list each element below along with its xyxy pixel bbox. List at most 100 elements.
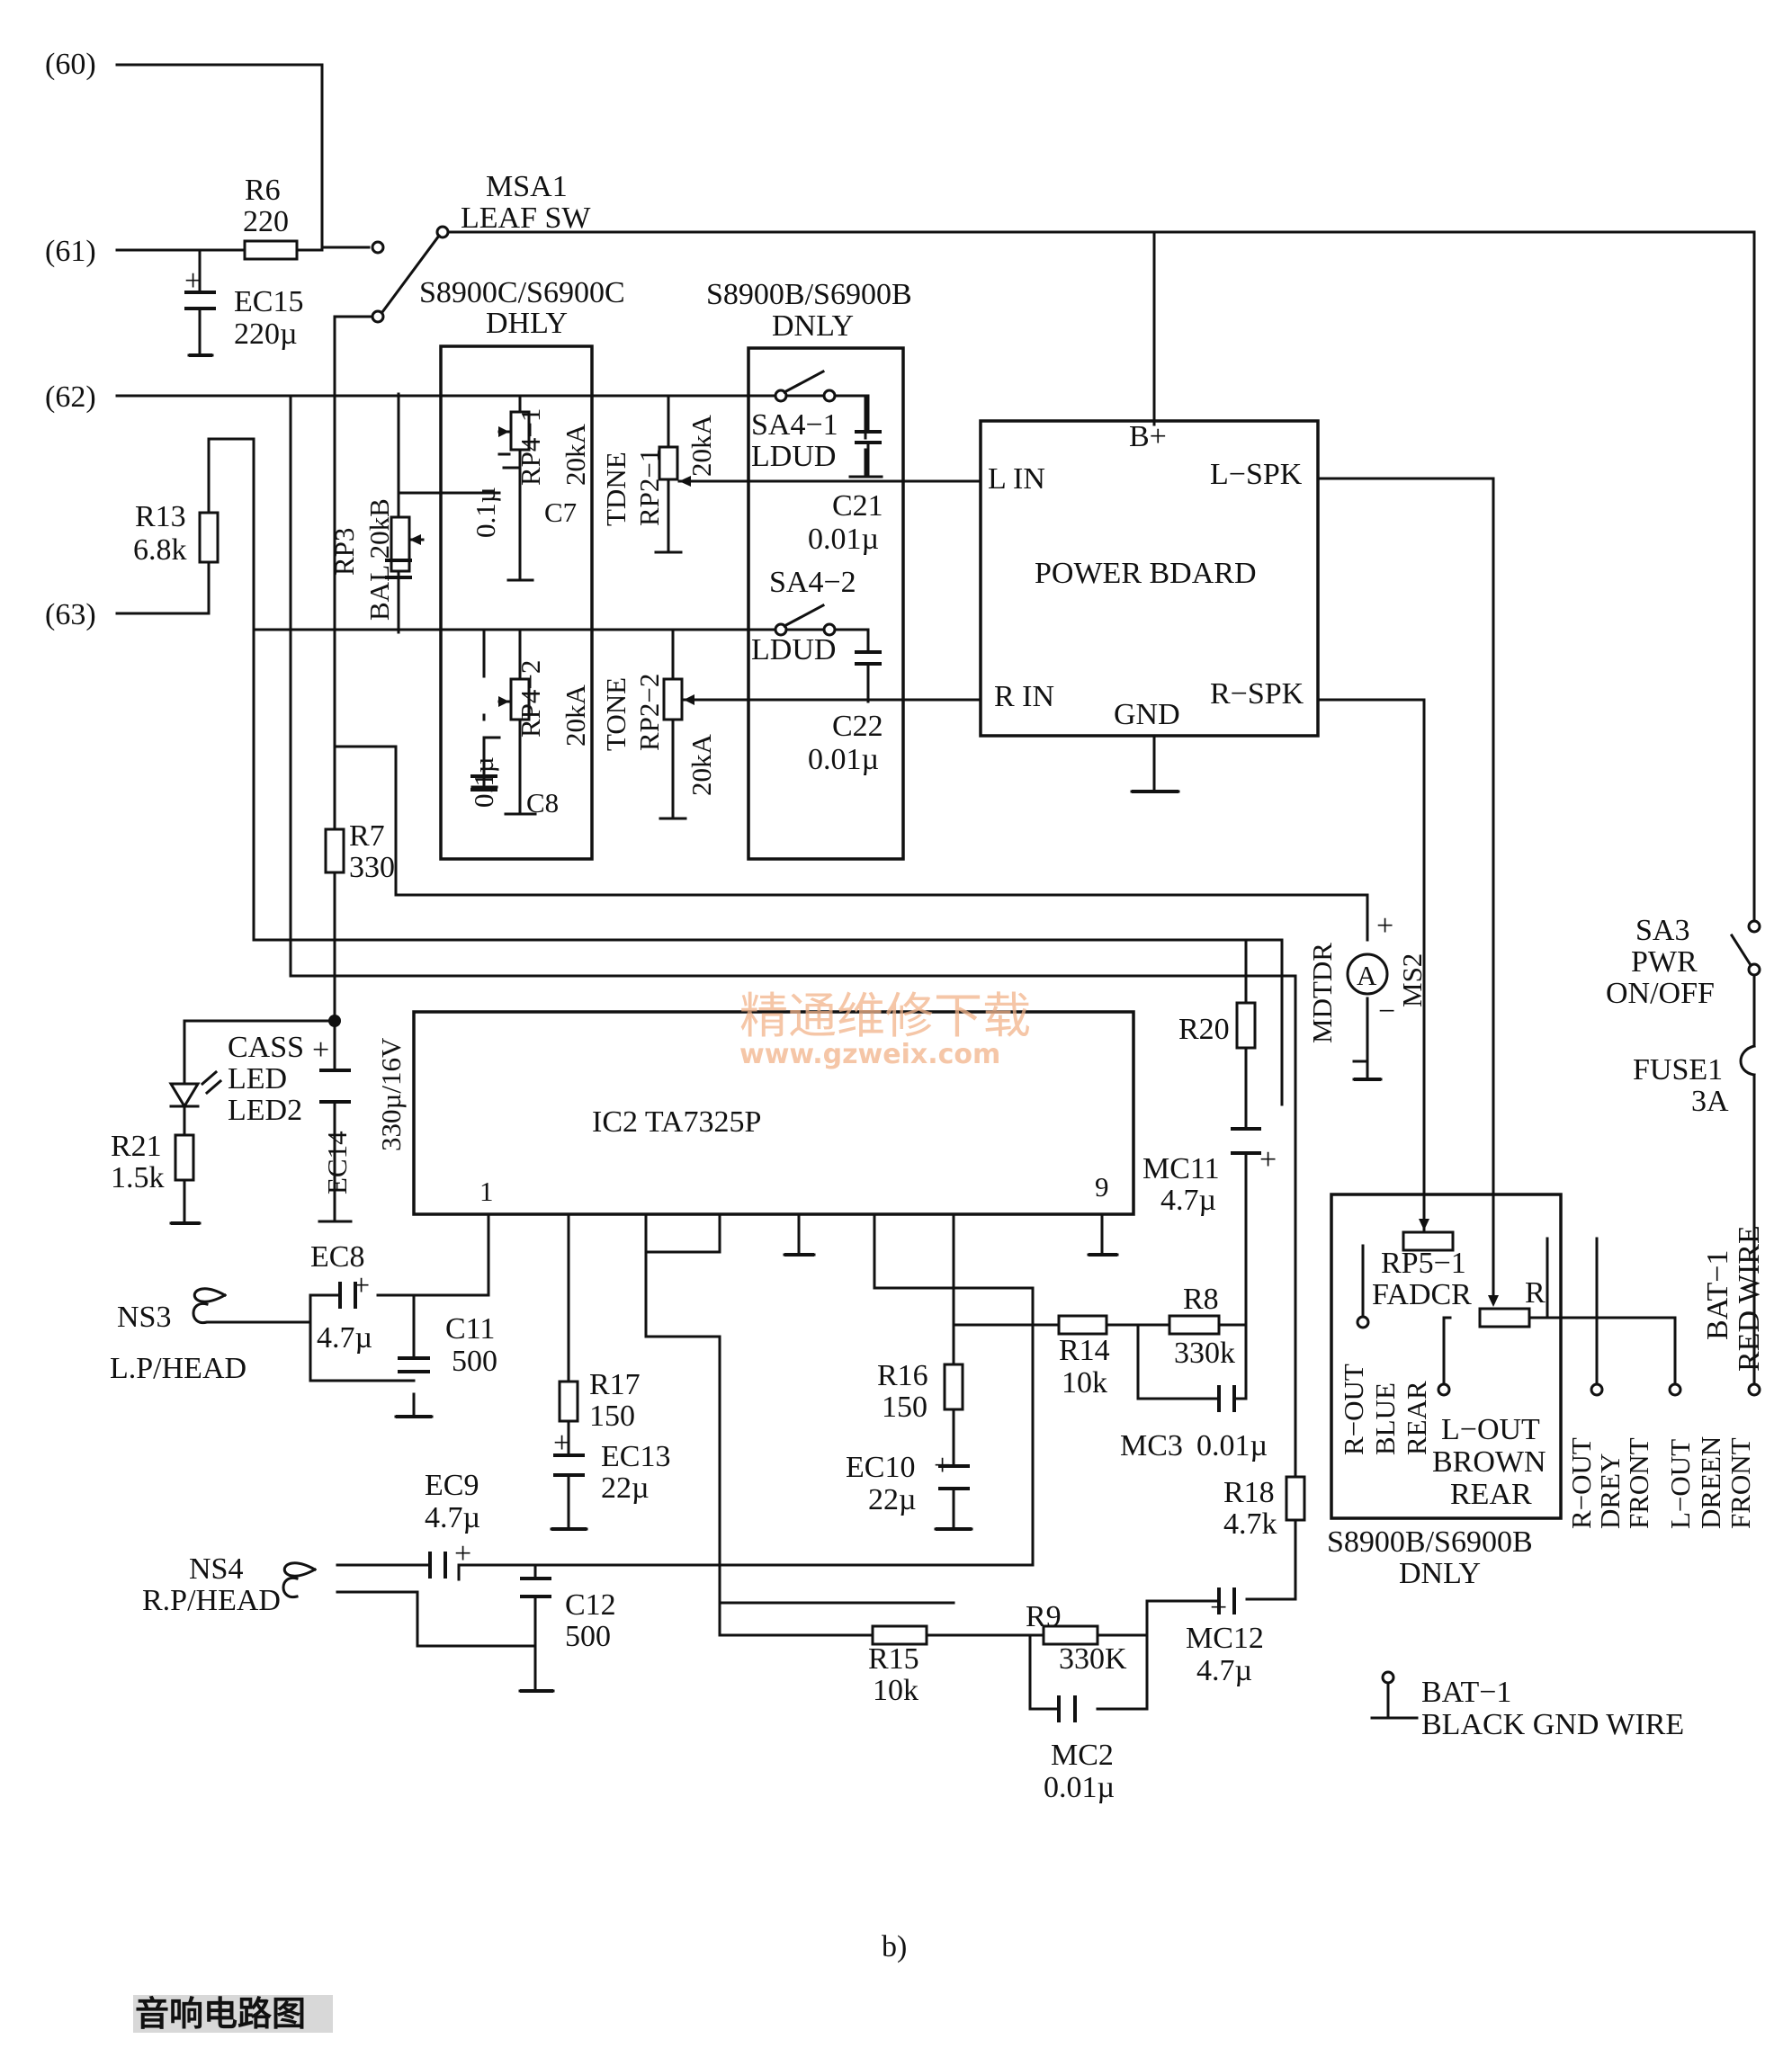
ic2-name: IC2 TA7325P bbox=[592, 1105, 761, 1139]
r16-value: 150 bbox=[882, 1391, 927, 1424]
r16-label: R16 bbox=[877, 1359, 928, 1392]
mc2-value: 0.01µ bbox=[1044, 1771, 1115, 1804]
sa4-2-mode: LDUD bbox=[751, 633, 836, 666]
r21-label: R21 bbox=[111, 1130, 162, 1163]
r17-value: 150 bbox=[589, 1400, 635, 1433]
r13-resistor bbox=[198, 511, 220, 564]
rp2-2-tone: TONE bbox=[600, 677, 632, 751]
terminal-63: (63) bbox=[45, 598, 96, 631]
bat-black-wire: BLACK GND WIRE bbox=[1421, 1708, 1684, 1741]
r9-value: 330K bbox=[1059, 1642, 1127, 1676]
r18-label: R18 bbox=[1223, 1476, 1275, 1509]
dnly-model: S8900B/S6900B bbox=[706, 278, 912, 311]
ec10-label: EC10 bbox=[846, 1451, 915, 1484]
r13-label: R13 bbox=[135, 500, 186, 533]
ec8-label: EC8 bbox=[310, 1240, 364, 1274]
l-out-front-label: L−OUT bbox=[1664, 1439, 1696, 1529]
mc12-value: 4.7µ bbox=[1196, 1654, 1252, 1687]
l-out-front-color: DREEN bbox=[1695, 1436, 1726, 1529]
c21-label: C21 bbox=[832, 489, 883, 523]
wiring bbox=[115, 63, 1756, 1720]
dnly-box bbox=[747, 346, 905, 861]
ec14-plus: + bbox=[312, 1033, 329, 1067]
r14-value: 10k bbox=[1062, 1366, 1107, 1400]
wiper-arrows bbox=[408, 426, 1499, 1307]
rp4-2-value: 20kA bbox=[560, 684, 591, 747]
rp4-1-value: 20kA bbox=[560, 424, 591, 487]
output-pins bbox=[1356, 1315, 1761, 1685]
r20-resistor bbox=[1235, 1001, 1257, 1050]
power-r-in: R IN bbox=[994, 680, 1054, 713]
r18-resistor bbox=[1285, 1475, 1306, 1522]
ec15-plus: + bbox=[184, 264, 202, 298]
l-out-rear-label: L−OUT bbox=[1441, 1413, 1540, 1446]
ms2-mdtdr: MDTDR bbox=[1306, 943, 1338, 1043]
msa1-contact-a bbox=[371, 240, 385, 255]
sa3-pwr: PWR bbox=[1631, 945, 1698, 979]
rp4-2-label: RP4−2 bbox=[515, 660, 546, 738]
msa1-contact-b bbox=[371, 309, 385, 324]
rp5-1-potentiometer bbox=[1402, 1230, 1455, 1252]
rp2-1-potentiometer bbox=[658, 445, 679, 481]
l-out-rear-pos: REAR bbox=[1450, 1478, 1532, 1511]
c12-value: 500 bbox=[565, 1620, 611, 1653]
led-label-cass: CASS bbox=[228, 1031, 304, 1064]
ec15-label: EC15 bbox=[234, 285, 303, 318]
r20-label: R20 bbox=[1178, 1013, 1230, 1046]
power-r-spk: R−SPK bbox=[1210, 677, 1304, 711]
rp2-2-potentiometer bbox=[662, 677, 684, 721]
switches bbox=[371, 225, 1761, 1077]
r21-value: 1.5k bbox=[111, 1161, 165, 1194]
ec13-value: 22µ bbox=[601, 1471, 650, 1505]
r6-label: R6 bbox=[245, 174, 281, 207]
ground-symbols bbox=[171, 353, 1381, 1693]
c7-value: 0.1µ bbox=[470, 487, 501, 538]
r8-resistor bbox=[1168, 1314, 1221, 1336]
ec10-plus: + bbox=[934, 1449, 951, 1482]
ec15-value: 220µ bbox=[234, 318, 298, 351]
rp5-1-type: FADCR bbox=[1372, 1278, 1472, 1311]
capacitors bbox=[184, 291, 1261, 1722]
watermark-url: www.gzweix.com bbox=[739, 1039, 1000, 1070]
c12-label: C12 bbox=[565, 1588, 616, 1622]
mc12-label: MC12 bbox=[1186, 1622, 1264, 1655]
c8-value: 0.1µ bbox=[468, 756, 499, 808]
rp5-1-label: RP5−1 bbox=[1381, 1247, 1466, 1280]
sub-figure-label: b) bbox=[882, 1930, 907, 1963]
power-board-box bbox=[979, 419, 1320, 738]
bat-red-wire: RED WIRE bbox=[1733, 1225, 1766, 1372]
r7-label: R7 bbox=[349, 819, 385, 853]
mc3-value: 0.01µ bbox=[1196, 1429, 1268, 1462]
ms2-minus: − bbox=[1378, 995, 1395, 1028]
r21-resistor bbox=[174, 1133, 195, 1182]
r15-resistor bbox=[871, 1624, 928, 1646]
dhly-variant: DHLY bbox=[486, 307, 568, 340]
bat-red-label: BAT−1 bbox=[1701, 1250, 1734, 1340]
r-out-rear-label: R−OUT bbox=[1338, 1364, 1369, 1455]
mc3-label: MC3 bbox=[1120, 1429, 1183, 1462]
c11-label: C11 bbox=[445, 1312, 495, 1346]
led-label-led: LED bbox=[228, 1062, 287, 1096]
r8-value: 330k bbox=[1174, 1337, 1235, 1370]
r-out-rear-pos: REAR bbox=[1401, 1381, 1432, 1455]
figure-caption: 音响电路图 bbox=[135, 1994, 306, 2034]
ec14-value: 330µ/16V bbox=[375, 1037, 407, 1151]
ns4-type: R.P/HEAD bbox=[142, 1584, 281, 1617]
r7-resistor bbox=[324, 827, 345, 874]
ec10-value: 22µ bbox=[868, 1483, 917, 1516]
rp2-1-tone: TDNE bbox=[600, 452, 632, 526]
labels: (60) (61) (62) (63) R6 220 + EC15 220µ M… bbox=[45, 48, 1766, 1963]
rp5-r-potentiometer bbox=[1478, 1307, 1531, 1328]
ec13-plus: + bbox=[553, 1427, 570, 1460]
r8-label: R8 bbox=[1183, 1283, 1219, 1316]
ic2-pin-9: 9 bbox=[1095, 1171, 1109, 1203]
c11-value: 500 bbox=[452, 1345, 497, 1378]
ns4-label: NS4 bbox=[189, 1552, 243, 1586]
ec9-label: EC9 bbox=[425, 1469, 479, 1502]
fader-box bbox=[1330, 1193, 1563, 1520]
l-out-rear-color: BROWN bbox=[1432, 1445, 1546, 1479]
rp3-label: RP3 bbox=[328, 528, 360, 576]
r14-resistor bbox=[1057, 1314, 1108, 1336]
power-l-spk: L−SPK bbox=[1210, 458, 1303, 491]
